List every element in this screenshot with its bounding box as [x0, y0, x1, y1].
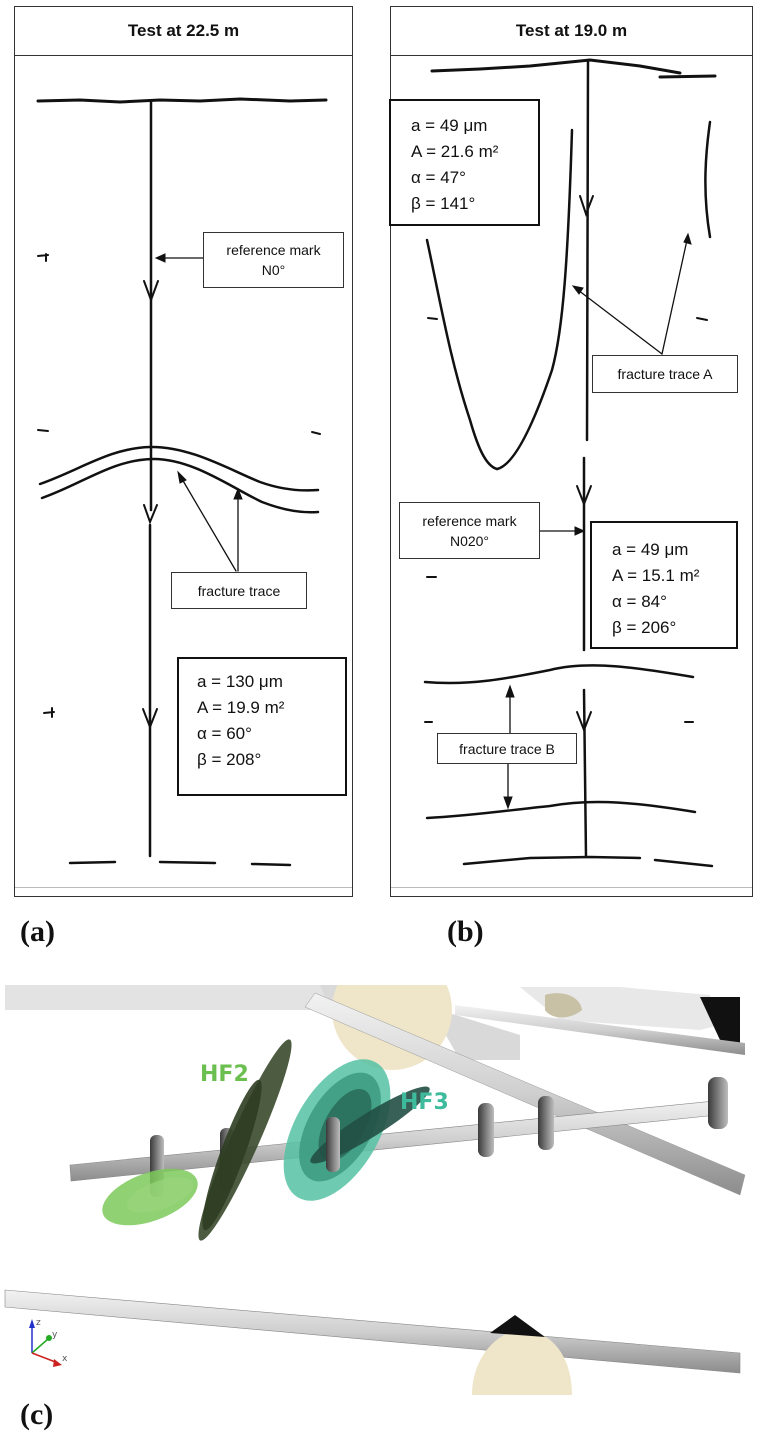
panel-a-fracture-pointer-head-1: [177, 470, 187, 484]
panel-b-param1-aperture: a = 49 μm: [411, 116, 488, 135]
panel-b-chevron-3: [576, 711, 592, 733]
panel-a-drawing: [36, 97, 328, 867]
panel-a-tick-mark: [43, 707, 55, 718]
panel-a-reference-label-line2: N0°: [261, 262, 286, 278]
panel-a-reference-label-line1: reference mark: [226, 242, 321, 258]
panel-a-fracture-lower: [40, 457, 320, 514]
panel-b-param2-azimuth: β = 206°: [612, 618, 677, 637]
panel-a-fracture-upper: [38, 445, 320, 492]
panel-a-fracture-callout: fracture trace: [171, 572, 307, 609]
panel-b-footer-line: [391, 887, 752, 888]
panel-b-top-trace: [430, 58, 717, 79]
packer-ring: [538, 1096, 554, 1150]
panel-b-fracture-a-pointer-2: [661, 239, 688, 355]
panel-b-param2-dip: α = 84°: [612, 592, 667, 611]
panel-a-param-dip: α = 60°: [197, 724, 252, 743]
panel-b-reference-label-line2: N020°: [449, 532, 490, 549]
panel-b-fracture-a-pointer-head-2: [683, 232, 692, 245]
panel-a-chevron-1: [143, 280, 159, 303]
panel-a-tick-mark: [37, 253, 49, 262]
panel-b-drawing: [423, 58, 717, 868]
panel-a-param-azimuth: β = 208°: [197, 750, 262, 769]
panel-a-tick-mark: [37, 429, 49, 432]
panel-b-param1-area: A = 21.6 m²: [411, 142, 499, 161]
panel-a-fracture-pointer-1: [181, 478, 237, 572]
panel-b-tick-mark: [427, 317, 438, 320]
panel-b-title: Test at 19.0 m: [391, 7, 752, 56]
panel-a-fracture-pointer-head-2: [233, 487, 243, 500]
panel-b-reference-label-line1: reference mark: [422, 512, 517, 529]
panel-a-bottom-trace: [68, 860, 292, 867]
panel-b-fracture-a-left: [425, 238, 499, 471]
panel-a-params-box: a = 130 μm A = 19.9 m² α = 60° β = 208°: [177, 657, 347, 796]
caption-b: (b): [447, 915, 484, 948]
panel-b-fracture-b-label: fracture trace B: [459, 740, 555, 757]
hf2-fracture-ellipses: [102, 1039, 292, 1241]
panel-b-param2-area: A = 15.1 m²: [612, 566, 700, 585]
packer-ring: [478, 1103, 494, 1157]
panel-a-title: Test at 22.5 m: [15, 7, 352, 56]
label-hf2: HF2: [200, 1062, 249, 1087]
axis-y-label: y: [52, 1330, 58, 1340]
lower-borehole: [4, 1289, 741, 1374]
caption-a: (a): [20, 915, 55, 948]
panel-a-param-aperture: a = 130 μm: [197, 672, 283, 691]
panel-b-fracture-a-label: fracture trace A: [617, 366, 713, 382]
black-wedge: [490, 1315, 545, 1337]
panel-b-reference-callout: reference mark N020°: [399, 502, 540, 559]
panel-b-params-box-1: a = 49 μm A = 21.6 m² α = 47° β = 141°: [389, 99, 540, 226]
axis-x-label: x: [62, 1354, 68, 1364]
panel-a-reference-line: [148, 100, 153, 858]
panel-b-fracture-a-pointer-head-1: [571, 285, 584, 295]
panel-c-3d-view: HF2 HF3 z y x: [4, 985, 746, 1395]
panel-b-reference-line: [582, 58, 590, 859]
panel-b-params-box-2: a = 49 μm A = 15.1 m² α = 84° β = 206°: [590, 521, 738, 649]
panel-b-param1-azimuth: β = 141°: [411, 194, 476, 213]
axis-triad: z y x: [29, 1318, 68, 1367]
panel-a-chevron-3: [142, 708, 158, 730]
panel-b-param1-dip: α = 47°: [411, 168, 466, 187]
panel-a-param-area: A = 19.9 m²: [197, 698, 285, 717]
beige-disc-bottom: [472, 1330, 572, 1395]
panel-b-fracture-a-callout: fracture trace A: [592, 355, 738, 393]
panel-b-param2-aperture: a = 49 μm: [612, 540, 689, 559]
panel-a-tick-mark: [311, 431, 321, 435]
panel-b-fracture-b-upper: [423, 664, 695, 685]
hf3-fracture-ellipses: [283, 1059, 430, 1201]
panel-b-fracture-b-pointer-head-down: [503, 796, 513, 810]
panel-b-fracture-a-upper-right: [704, 120, 712, 239]
caption-c: (c): [20, 1398, 54, 1431]
label-hf3: HF3: [400, 1090, 449, 1115]
panel-a-fracture-label: fracture trace: [197, 582, 281, 599]
panel-b-chevron-2: [576, 485, 592, 507]
panel-b-bottom-trace: [462, 855, 714, 868]
panel-b-tick-mark: [696, 317, 708, 321]
panel-a-top-trace: [36, 97, 328, 104]
panel-a-reference-callout: reference mark N0°: [203, 232, 344, 288]
packer-ring: [708, 1077, 728, 1129]
panel-b-fracture-b-pointer-head-up: [505, 684, 515, 698]
panel-b-chevron-1: [579, 195, 594, 217]
panel-a-chevron-2: [143, 504, 158, 525]
panel-b-fracture-a-right: [495, 128, 574, 471]
panel-b-fracture-a-pointer-1: [577, 289, 663, 355]
panel-b-fracture-b-lower: [425, 800, 697, 820]
panel-b-ref-pointer-head: [574, 526, 586, 536]
panel-b-fracture-b-callout: fracture trace B: [437, 733, 577, 764]
panel-a-ref-pointer-head: [154, 253, 166, 263]
panel-a-footer-line: [15, 887, 352, 888]
axis-z-label: z: [36, 1318, 41, 1328]
